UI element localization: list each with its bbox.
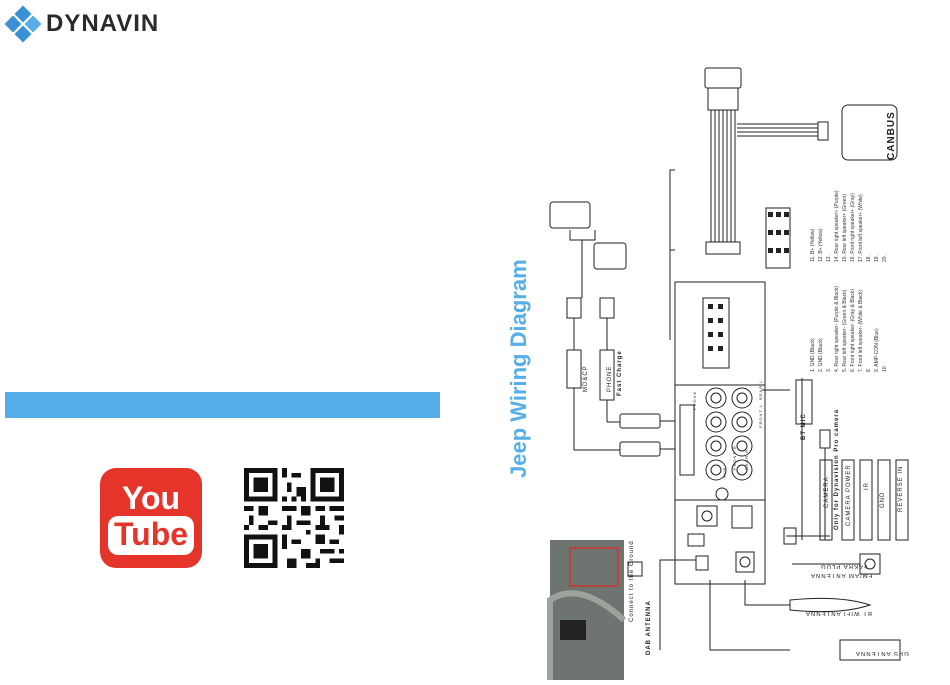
- wiring-diagram: [547, 67, 909, 680]
- antenna-fakra: FAKRA PLUG: [820, 563, 868, 569]
- pin-11: 11. B+ (Yellow): [810, 228, 816, 262]
- youtube-label-bottom: Tube: [107, 515, 195, 555]
- pin-3: 3.: [826, 367, 832, 372]
- brand-logo: DYNAVIN: [4, 5, 160, 43]
- port-label-front-l: FRONT L: [758, 403, 763, 428]
- usb-label-fastcharge: Fast Charge: [617, 350, 623, 396]
- youtube-icon[interactable]: You Tube: [100, 468, 202, 568]
- accent-bar: [5, 392, 440, 418]
- pin-12: 12. B+ (Yellow): [818, 228, 824, 262]
- usb-label-phone: PHONE: [607, 365, 613, 392]
- antenna-fmam: FM/AM ANTENNA: [810, 572, 873, 578]
- pin-9: 9. AMP-CON (Blue): [874, 328, 880, 372]
- pin-19: 19.: [874, 255, 880, 262]
- pin-17: 17. Front left speaker+ (White): [858, 194, 864, 262]
- connector-reverse-in: REVERSE IN: [898, 465, 904, 512]
- pin-15: 15. Rear left speaker+ (Green): [842, 194, 848, 262]
- antenna-dab: DAB ANTENNA: [646, 600, 652, 655]
- connector-camera-power: CAMERA POWER: [846, 464, 852, 526]
- antenna-bt-wifi: BT WIFI ANTENNA: [805, 610, 872, 616]
- port-label-front-r: FRONT R: [732, 445, 737, 470]
- brand-name: DYNAVIN: [46, 10, 160, 37]
- port-label-phone: PHONE: [692, 390, 697, 410]
- connector-bt-mic: BT MIC: [801, 413, 807, 440]
- port-label-rear-l: REAR L: [758, 379, 763, 400]
- logo-icon: [4, 5, 42, 43]
- pin-8: 8.: [866, 367, 872, 372]
- port-label-rear-r: REAR R: [744, 448, 749, 470]
- pin-14: 14. Rear right speaker+ (Purple): [834, 190, 840, 262]
- connector-camera: CAMERA: [824, 476, 830, 508]
- pin-1: 1. GND (Black): [810, 338, 816, 372]
- youtube-label-top: You: [121, 479, 181, 516]
- antenna-gps: GPS ANTENNA: [855, 650, 909, 656]
- connector-camera-note: Only for Dynavision Pro camera: [834, 408, 840, 530]
- pin-10: 10.: [882, 365, 888, 372]
- connector-ir: IR: [864, 482, 870, 490]
- pin-13: 13.: [826, 255, 832, 262]
- port-label-sub: SUB: [722, 466, 727, 478]
- pin-7: 7. Front left speaker- (White & Black): [858, 290, 864, 372]
- pin-6: 6. Front right speaker- (Gray & Black): [850, 288, 856, 372]
- usb-label-mdcp: MD&CP: [583, 365, 589, 392]
- pin-18: 18.: [866, 255, 872, 262]
- pin-20: 20.: [882, 255, 888, 262]
- ground-note: Connect to the Ground: [629, 540, 635, 622]
- canbus-label: CANBUS: [886, 111, 897, 160]
- pin-5: 5. Rear left speaker- (Green & Black): [842, 289, 848, 372]
- pin-16: 16. Front right speaker+ (Gray): [850, 193, 856, 262]
- qr-code-icon[interactable]: [244, 468, 344, 568]
- connector-gnd: GND: [880, 491, 886, 508]
- pin-4: 4. Rear right speaker- (Purple & Black): [834, 286, 840, 372]
- pin-2: 2. GND (Black): [818, 338, 824, 372]
